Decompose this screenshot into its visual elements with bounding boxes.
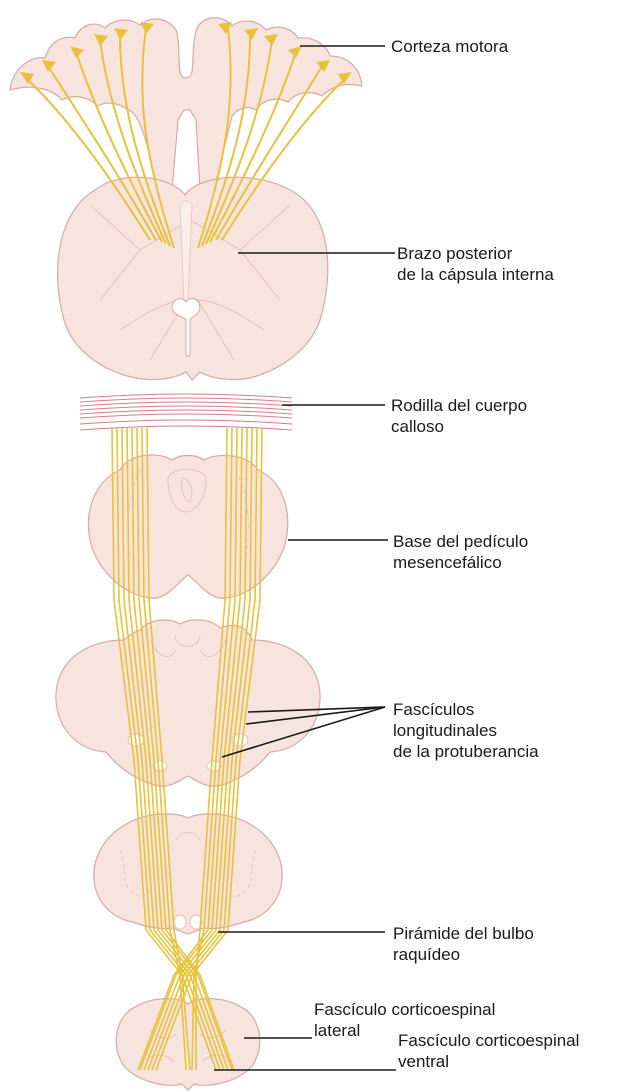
label-pediculo-mesencefalico: Base del pedículo mesencefálico [393,531,528,573]
label-fasciculos-longitudinales: Fascículos longitudinales de la protuber… [393,699,539,762]
pons-section [56,620,320,786]
corpus-callosum [80,394,292,430]
label-rodilla-cuerpo-calloso: Rodilla del cuerpo calloso [391,395,527,437]
label-corteza-motora: Corteza motora [391,36,508,57]
label-capsula-interna: Brazo posterior de la cápsula interna [397,243,554,285]
medulla-section [94,814,282,934]
internal-capsule-section [58,177,328,380]
motor-cortex [10,18,362,190]
medulla-outline [94,814,282,934]
motor-cortex-outline [10,18,362,190]
label-corticoespinal-ventral: Fascículo corticoespinal ventral [398,1030,579,1072]
pons-outline [56,620,320,786]
label-piramide-bulbo: Pirámide del bulbo raquídeo [393,923,534,965]
